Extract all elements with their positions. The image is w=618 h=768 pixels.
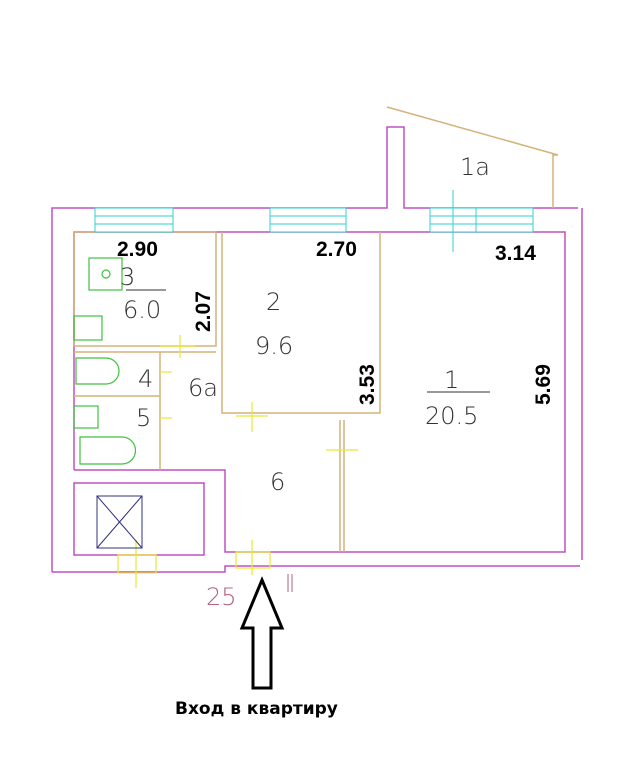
room1-area: 20.5: [425, 402, 478, 430]
fixtures: [73, 257, 137, 465]
room2-area: 9.6: [255, 332, 293, 360]
room4-number: 4: [138, 365, 153, 393]
apartment-marker: [287, 574, 293, 592]
dim-room2-length: 3.53: [356, 364, 379, 405]
room6-number: 6: [270, 468, 285, 496]
dim-room1-length: 5.69: [532, 364, 555, 405]
room6a-number: 6a: [188, 374, 218, 402]
entrance-arrow-icon: [239, 576, 285, 690]
dim-room3-length: 2.07: [192, 291, 215, 332]
windows: [94, 190, 534, 252]
entrance-caption: Вход в квартиру: [175, 699, 338, 719]
balcony-number: 1a: [460, 153, 490, 181]
dim-room3-width: 2.90: [117, 238, 158, 261]
elevator-shaft: [96, 495, 143, 549]
dim-room1-width: 3.14: [495, 242, 536, 265]
dim-room2-width: 2.70: [316, 238, 357, 261]
apartment-number: 25: [206, 583, 237, 611]
room1-number: 1: [444, 366, 459, 394]
room3-area: 6.0: [123, 296, 161, 324]
doors: [117, 335, 358, 588]
outer-walls: [51, 126, 583, 573]
room3-number: 3: [120, 263, 135, 291]
room2-number: 2: [266, 288, 281, 316]
room5-number: 5: [136, 404, 151, 432]
